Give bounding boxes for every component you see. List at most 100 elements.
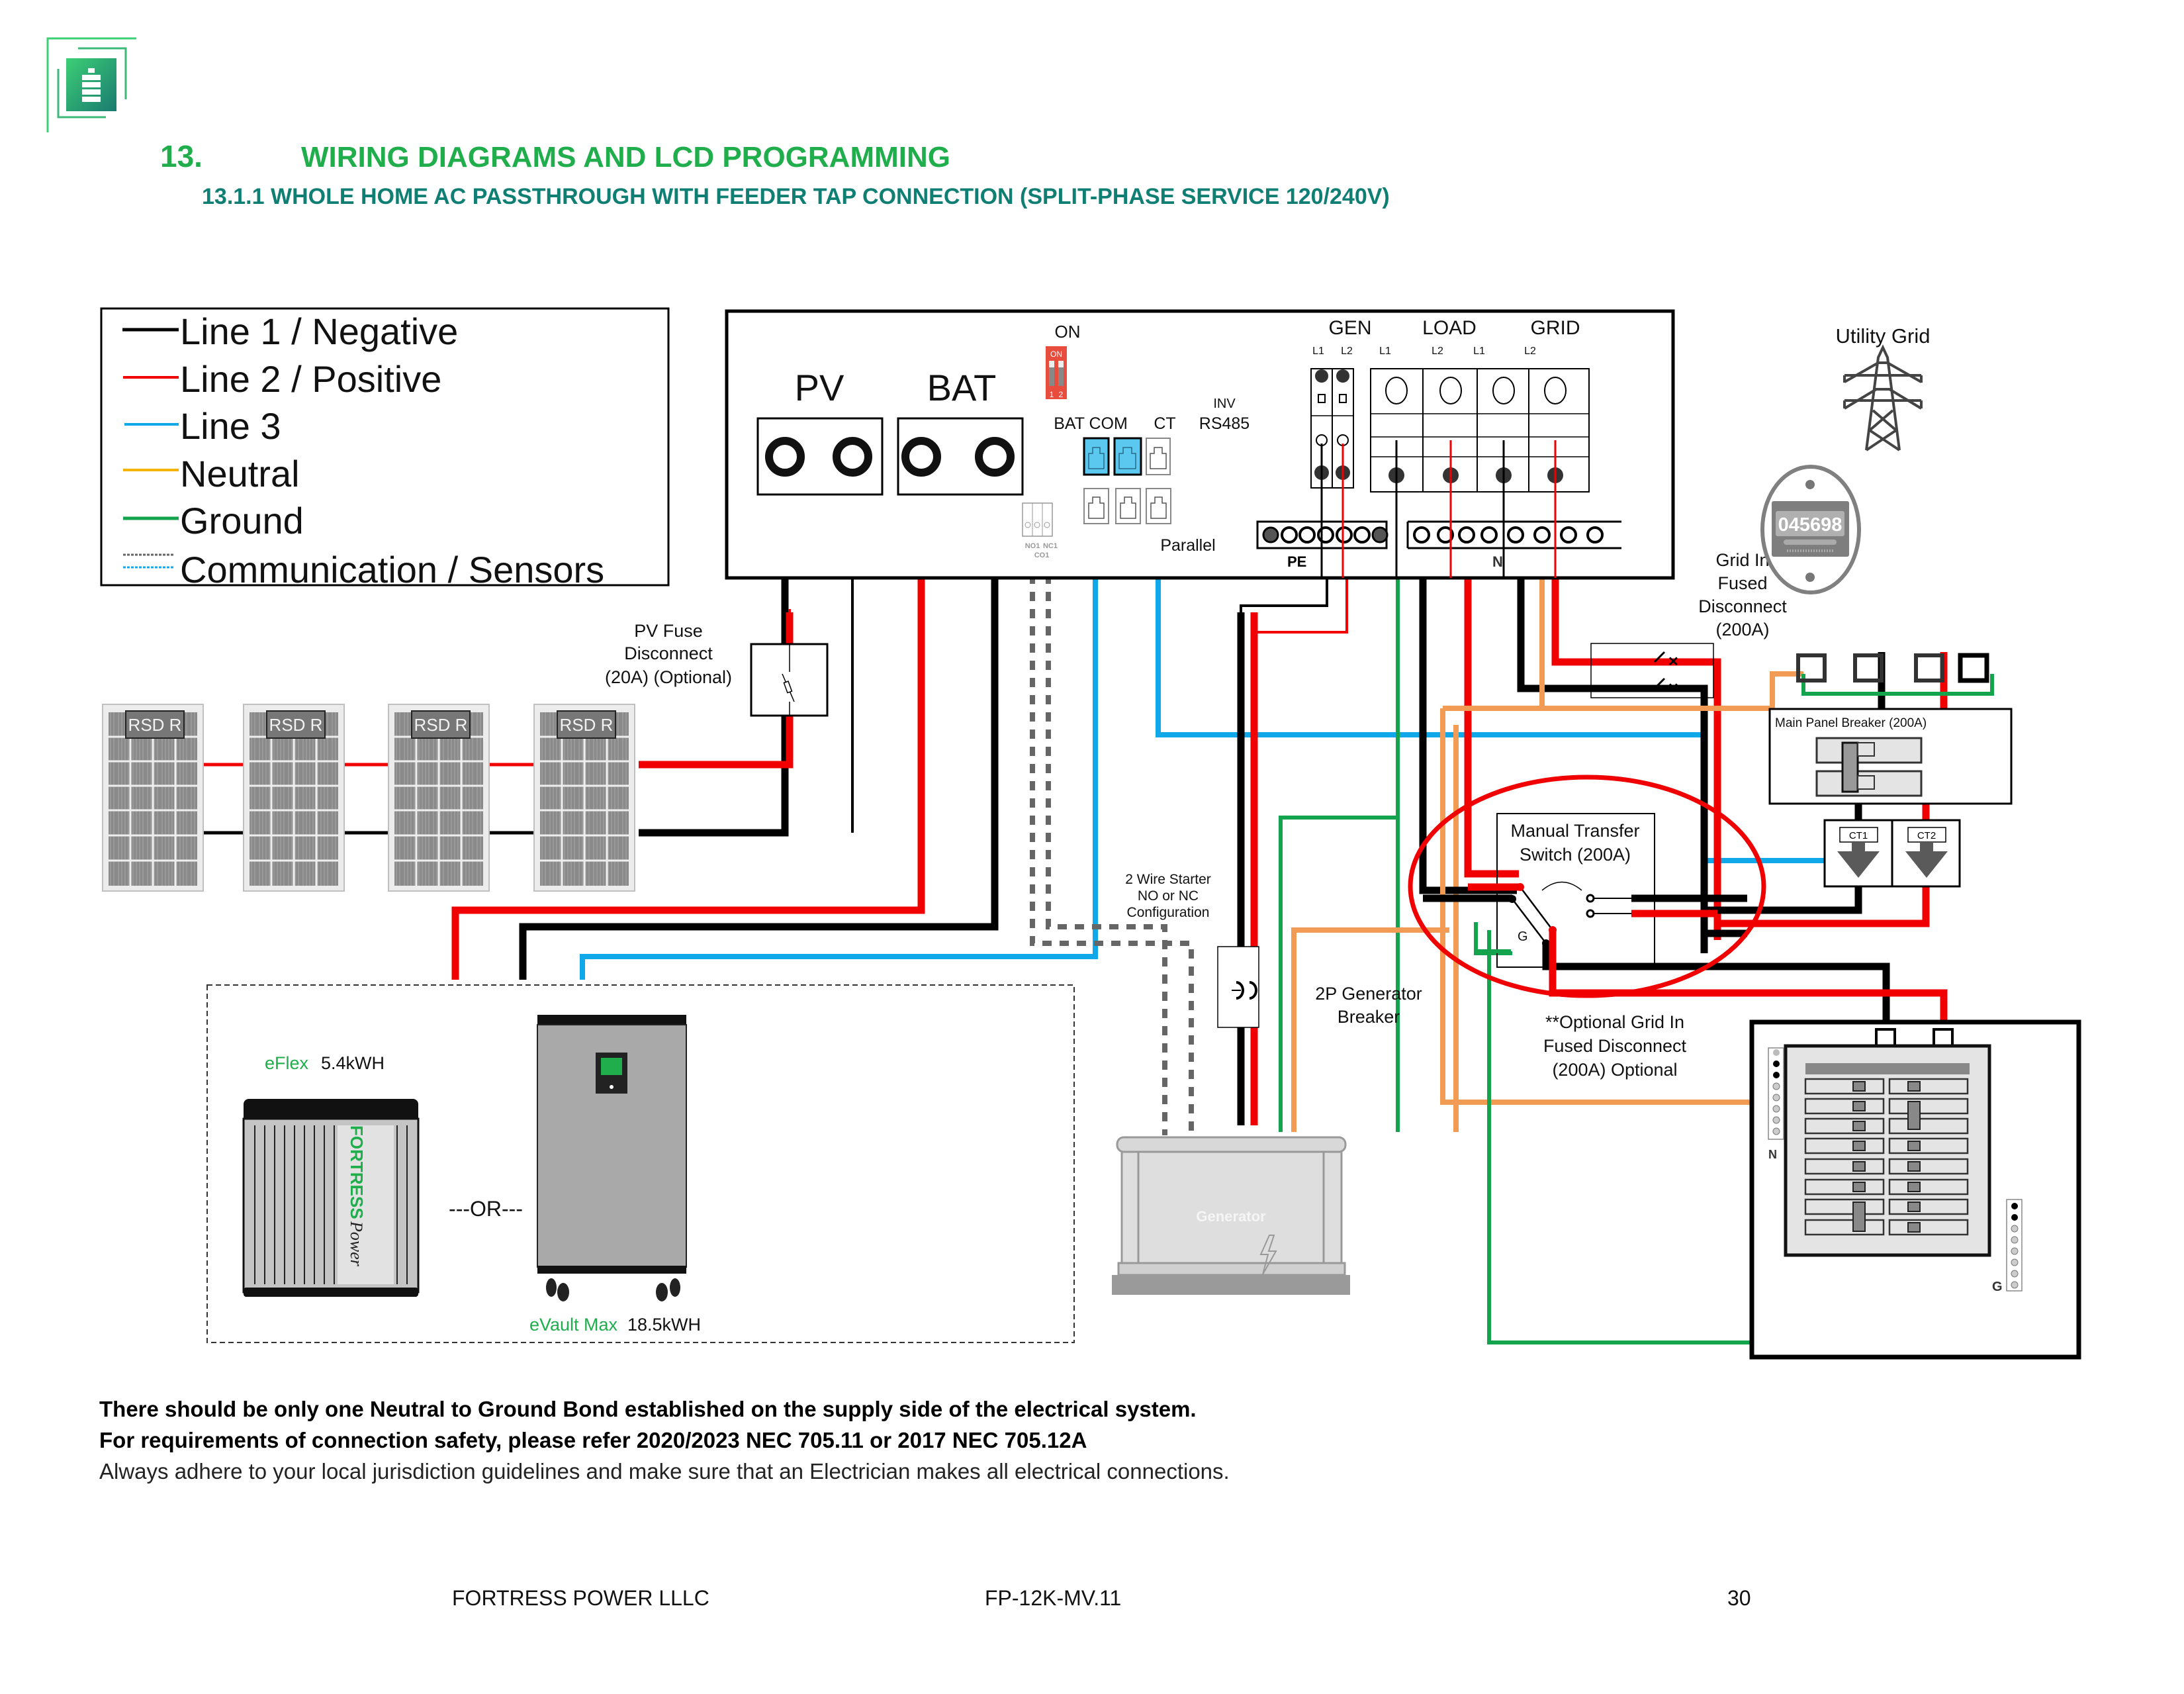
- rsd-label: RSD R: [414, 715, 468, 735]
- generator-body-icon: Generator: [1112, 1136, 1350, 1295]
- svg-text:L1: L1: [1473, 346, 1485, 357]
- gen-breaker-label-2: Breaker: [1338, 1007, 1400, 1027]
- pv-terminal-neg: [765, 437, 805, 477]
- svg-text:CO1: CO1: [1034, 551, 1050, 559]
- legend-box: [100, 307, 670, 587]
- starter-label-3: Configuration: [1127, 905, 1210, 920]
- gen-breaker-icon: [1217, 946, 1259, 1028]
- mts-to-panel-l1: [1575, 963, 1890, 1046]
- utility-grid-label: Utility Grid: [1836, 324, 1931, 348]
- footer-doc-id: FP-12K-MV.11: [985, 1586, 1121, 1610]
- svg-text:NC1: NC1: [1043, 542, 1058, 550]
- bat-terminal-block: [897, 417, 1024, 496]
- panel-n-label: N: [1768, 1148, 1777, 1161]
- gen-terminal-block: [1310, 368, 1354, 489]
- pv-terminal-block: [756, 417, 884, 496]
- parallel-port-icon: [1083, 488, 1109, 524]
- note-line-3: Always adhere to your local jurisdiction…: [99, 1459, 1230, 1483]
- optional-label-2: Fused Disconnect: [1543, 1036, 1687, 1056]
- rs485-label: RS485: [1199, 414, 1250, 433]
- ct-label: CT: [1154, 414, 1175, 433]
- legend-label-line1: Line 1 / Negative: [180, 310, 458, 352]
- svg-text:✕: ✕: [1668, 681, 1679, 696]
- gen-breaker-label-1: 2P Generator: [1315, 984, 1422, 1004]
- legend-label-ground: Ground: [180, 500, 304, 541]
- mts-label-2: Switch (200A): [1520, 845, 1631, 865]
- inverter: PV BAT ON ON 1 2 BAT COM CT INV RS485: [725, 309, 1675, 580]
- pv-fuse-label-1: PV Fuse: [634, 621, 703, 641]
- rsd-box: [125, 710, 185, 739]
- rsd-box: [557, 710, 616, 739]
- svg-text:2: 2: [1059, 390, 1064, 399]
- eflex-logo-fortress: FORTRESS: [347, 1125, 367, 1219]
- section-title: WIRING DIAGRAMS AND LCD PROGRAMMING: [301, 141, 950, 173]
- evault-brand: eVault Max: [529, 1315, 618, 1335]
- main-panel-breaker: Main Panel Breaker (200A): [1768, 708, 2013, 805]
- meter-reading: 045698: [1778, 514, 1843, 536]
- battery-dashed-box: [206, 984, 1075, 1343]
- n-terminal-bar: N: [1406, 520, 1621, 570]
- svg-text:✕: ✕: [1668, 655, 1679, 669]
- generator: 2 Wire Starter NO or NC Configuration 2P…: [1112, 872, 1422, 1295]
- pv-fuse-disconnect: PV Fuse Disconnect (20A) (Optional): [605, 621, 829, 717]
- bat-com-label: BAT COM: [1054, 414, 1128, 433]
- section-number: 13.: [160, 139, 203, 173]
- eflex-capacity: 5.4kWH: [321, 1053, 385, 1073]
- legend-label-line3: Line 3: [180, 405, 281, 447]
- neutral-bar: N: [1768, 1047, 1784, 1161]
- svg-text:L1: L1: [1312, 346, 1324, 357]
- meter-socket-terminals: [1796, 653, 1989, 683]
- legend-label-comm: Communication / Sensors: [180, 549, 604, 590]
- solar-array: RSD R RSD R RSD R RSD R: [102, 704, 635, 892]
- dip-title: ON: [1055, 322, 1081, 342]
- ct1-arrow-icon: [1837, 842, 1880, 878]
- battery-area: eFlex 5.4kWH FORTRESS Power ---OR--- eVa…: [206, 984, 1075, 1343]
- main-breaker-label: Main Panel Breaker (200A): [1775, 716, 1927, 730]
- gen-ground-branch: [1279, 816, 1398, 1132]
- rs485-port-icon: [1146, 438, 1171, 475]
- wires: [203, 473, 2079, 1344]
- fortress-logo-icon: [46, 37, 136, 132]
- ct2-label: CT2: [1917, 830, 1936, 841]
- eflex-battery-icon: FORTRESS Power: [242, 1099, 420, 1297]
- solar-panel: RSD R: [243, 704, 345, 892]
- generator-label: Generator: [1196, 1208, 1266, 1225]
- grid-fused-label-3: Disconnect: [1698, 596, 1787, 616]
- grid-fused-label-4: (200A): [1715, 620, 1769, 639]
- rsd-label: RSD R: [269, 715, 323, 735]
- svg-text:L2: L2: [1524, 346, 1536, 357]
- legend-label-line2: Line 2 / Positive: [180, 358, 441, 400]
- mts-label-1: Manual Transfer: [1510, 821, 1639, 841]
- subsection-title: 13.1.1 WHOLE HOME AC PASSTHROUGH WITH FE…: [202, 184, 1390, 209]
- load-l2-wire: [1464, 500, 1519, 878]
- or-label: ---OR---: [449, 1197, 523, 1221]
- breaker-icon: [1815, 737, 1923, 797]
- note-line-1: There should be only one Neutral to Grou…: [99, 1397, 1197, 1421]
- evault-max-battery-icon: [537, 1015, 687, 1301]
- parallel-port-icon: [1146, 488, 1171, 524]
- bat-terminal-pos: [901, 437, 941, 477]
- switch-arc-icon: [1541, 881, 1582, 891]
- gen-start-wire-1: [1030, 523, 1194, 1135]
- utility-meter-icon: 045698: [1760, 465, 1861, 594]
- solar-panel: RSD R: [533, 704, 635, 892]
- optional-label-3: (200A) Optional: [1552, 1060, 1677, 1080]
- mts-ground-label: G: [1518, 929, 1528, 944]
- rsd-box: [411, 710, 471, 739]
- parallel-label: Parallel: [1160, 536, 1215, 555]
- pv-fuse-label-2: Disconnect: [624, 643, 713, 663]
- grid-l2-wire: [1551, 500, 1721, 940]
- starter-label-2: NO or NC: [1138, 888, 1199, 904]
- ct-sensors: CT1 CT2: [1823, 819, 1961, 888]
- bat-com-wire: [580, 473, 1098, 980]
- pv-negative-wire: [639, 477, 789, 837]
- evault-capacity: 18.5kWH: [627, 1315, 701, 1335]
- gen-label: GEN: [1328, 317, 1371, 339]
- bat-terminal-neg: [975, 437, 1015, 477]
- svg-text:L2: L2: [1341, 346, 1353, 357]
- rsd-label: RSD R: [560, 715, 614, 735]
- grid-fused-label-1: Grid In: [1715, 550, 1769, 570]
- panel-g-label: G: [1992, 1280, 2003, 1294]
- parallel-port-icon: [1115, 488, 1141, 524]
